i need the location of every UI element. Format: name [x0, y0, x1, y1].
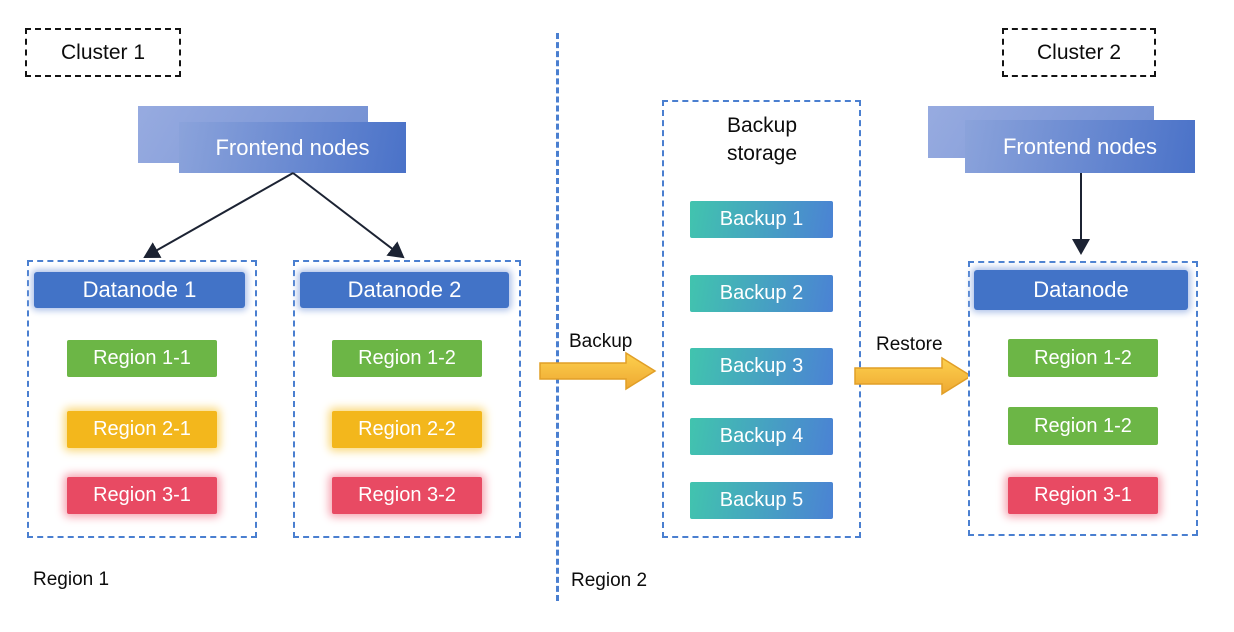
- cluster2-frontend-node: Frontend nodes: [965, 120, 1195, 173]
- region-chip: Region 1-2: [1008, 339, 1158, 377]
- datanode1-title: Datanode 1: [82, 277, 197, 302]
- region-chip: Region 3-1: [67, 477, 217, 514]
- datanode1-container: Datanode 1 Region 1-1 Region 2-1 Region …: [27, 260, 257, 538]
- datanode2-header: Datanode 2: [300, 272, 509, 308]
- cluster2-datanode-title: Datanode: [1033, 277, 1129, 302]
- region-chip-label: Region 2-1: [93, 418, 191, 440]
- region-chip: Region 1-1: [67, 340, 217, 377]
- restore-arrow: [854, 356, 973, 396]
- cluster2-frontend-label: Frontend nodes: [1002, 133, 1158, 159]
- region-chip-label: Region 1-2: [358, 347, 456, 369]
- datanode2-title: Datanode 2: [347, 277, 462, 302]
- datanode1-header: Datanode 1: [34, 272, 245, 308]
- restore-arrow-label: Restore: [876, 334, 943, 355]
- region-chip-label: Region 1-2: [1034, 347, 1132, 369]
- datanode2-container: Datanode 2 Region 1-2 Region 2-2 Region …: [293, 260, 521, 538]
- cluster1-label-text: Cluster 1: [60, 40, 146, 64]
- region-chip-label: Region 3-1: [93, 484, 191, 506]
- backup-chip-label: Backup 2: [719, 282, 804, 304]
- cluster1-connector-arrows: [143, 172, 405, 259]
- backup-chip: Backup 2: [690, 275, 833, 312]
- region2-footer-label: Region 2: [571, 570, 648, 591]
- backup-chip-label: Backup 3: [719, 355, 804, 377]
- backup-storage-title: Backup storage: [726, 114, 798, 166]
- backup-chip: Backup 3: [690, 348, 833, 385]
- region-chip: Region 1-2: [332, 340, 482, 377]
- cluster2-label: Cluster 2: [1002, 28, 1156, 77]
- cluster1-label: Cluster 1: [25, 28, 181, 77]
- backup-arrow-label: Backup: [569, 331, 633, 352]
- backup-storage-container: Backup storage Backup 1 Backup 2 Backup …: [662, 100, 861, 538]
- backup-chip: Backup 4: [690, 418, 833, 455]
- region1-footer-label: Region 1: [33, 569, 110, 590]
- region-chip-label: Region 1-2: [1034, 415, 1132, 437]
- region-chip: Region 1-2: [1008, 407, 1158, 445]
- region-chip-label: Region 3-2: [358, 484, 456, 506]
- backup-chip: Backup 1: [690, 201, 833, 238]
- backup-chip-label: Backup 4: [719, 425, 804, 447]
- cluster1-frontend-label: Frontend nodes: [215, 134, 370, 160]
- cluster2-label-text: Cluster 2: [1036, 40, 1122, 64]
- region-chip: Region 2-1: [67, 411, 217, 448]
- backup-chip-label: Backup 1: [719, 208, 804, 230]
- region-chip-label: Region 2-2: [358, 418, 456, 440]
- region-chip: Region 2-2: [332, 411, 482, 448]
- cluster2-datanode-container: Datanode Region 1-2 Region 1-2 Region 3-…: [968, 261, 1198, 536]
- cluster1-frontend-node: Frontend nodes: [179, 122, 406, 173]
- cluster2-datanode-header: Datanode: [974, 270, 1188, 310]
- region-chip: Region 3-2: [332, 477, 482, 514]
- region-chip: Region 3-1: [1008, 477, 1158, 514]
- cluster2-connector-arrow: [1072, 173, 1090, 255]
- backup-chip: Backup 5: [690, 482, 833, 519]
- backup-arrow: [539, 351, 657, 391]
- region-divider-line: [556, 33, 559, 601]
- region-chip-label: Region 1-1: [93, 347, 191, 369]
- backup-chip-label: Backup 5: [719, 489, 804, 511]
- region-chip-label: Region 3-1: [1034, 484, 1132, 506]
